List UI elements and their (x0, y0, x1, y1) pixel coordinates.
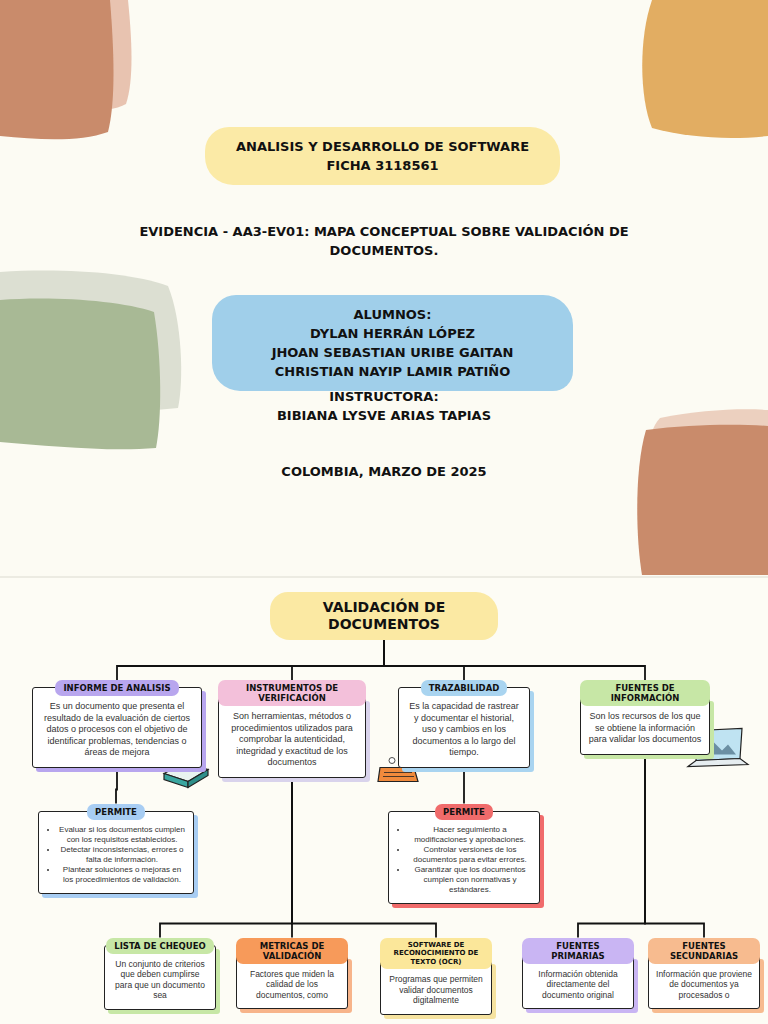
concept-heading: SOFTWARE DE RECONOCIMIENTO DE TEXTO (OCR… (380, 938, 492, 970)
root-title: VALIDACIÓN DE DOCUMENTOS (282, 599, 486, 633)
connector (463, 768, 465, 804)
concept-description: Información obtenida directamente del do… (530, 969, 626, 1001)
concept-heading: LISTA DE CHEQUEO (106, 938, 214, 954)
band-text: ANALISIS Y DESARROLLO DE SOFTWARE (219, 137, 546, 156)
concept-box: TRAZABILIDAD Es la capacidad de rastrear … (398, 680, 530, 768)
concept-heading: TRAZABILIDAD (421, 680, 508, 696)
concept-box: SOFTWARE DE RECONOCIMIENTO DE TEXTO (OCR… (380, 938, 492, 1015)
item-list: Hacer seguimiento a modificaciones y apr… (396, 825, 532, 895)
connector (384, 640, 645, 680)
list-item: Evaluar si los documentos cumplen con lo… (58, 825, 186, 845)
list-item: Garantizar que los documentos cumplen co… (408, 865, 532, 895)
concept-heading: INFORME DE ANALISIS (55, 680, 178, 696)
connector (292, 640, 384, 680)
band-text: FICHA 3118561 (219, 156, 546, 175)
concept-heading: METRICAS DE VALIDACIÓN (236, 938, 348, 964)
cover-band: ALUMNOS:DYLAN HERRÁN LÓPEZJHOAN SEBASTIA… (212, 295, 573, 391)
concept-box: FUENTES DE INFORMACIÓN Son los recursos d… (580, 680, 710, 755)
band-text: JHOAN SEBASTIAN URIBE GAITAN (226, 343, 559, 362)
concept-heading: FUENTES PRIMARIAS (522, 938, 634, 964)
list-item: Detectar inconsistencias, errores o falt… (58, 845, 186, 865)
concept-box: INSTRUMENTOS DE VERIFICACIÓN Son herramie… (218, 680, 366, 778)
concept-description: Factores que miden la calidad de los doc… (244, 969, 340, 1001)
concept-description: Es la capacidad de rastrear y documentar… (406, 701, 522, 759)
concept-description: Información que proviene de documentos y… (656, 969, 752, 1001)
connector (645, 755, 704, 938)
band-text: DYLAN HERRÁN LÓPEZ (226, 324, 559, 343)
concept-body: Hacer seguimiento a modificaciones y apr… (388, 811, 540, 904)
concept-box: METRICAS DE VALIDACIÓN Factores que miden… (236, 938, 348, 1010)
concept-heading: PERMITE (435, 804, 493, 820)
concept-description: Programas que permiten validar documento… (388, 974, 484, 1006)
cover-label: INSTRUCTORA: (184, 387, 584, 406)
concept-box: PERMITE Hacer seguimiento a modificacione… (388, 804, 540, 904)
list-item: Hacer seguimiento a modificaciones y apr… (408, 825, 532, 845)
concept-description: Es un documento que presenta el resultad… (40, 701, 194, 759)
connector (116, 768, 117, 804)
cover-band: ANALISIS Y DESARROLLO DE SOFTWAREFICHA 3… (205, 127, 560, 185)
cover-label: COLOMBIA, MARZO DE 2025 (184, 462, 584, 481)
item-list: Evaluar si los documentos cumplen con lo… (46, 825, 186, 885)
concept-description: Son herramientas, métodos o procedimient… (226, 711, 358, 769)
root-concept: VALIDACIÓN DE DOCUMENTOS (270, 592, 498, 640)
concept-body: Evaluar si los documentos cumplen con lo… (38, 811, 194, 894)
concept-box: LISTA DE CHEQUEO Un conjunto de criterios… (104, 938, 216, 1010)
concept-body: Es un documento que presenta el resultad… (32, 687, 202, 768)
concept-heading: PERMITE (87, 804, 145, 820)
connector (384, 640, 464, 680)
concept-heading: FUENTES DE INFORMACIÓN (580, 680, 710, 706)
connector (578, 755, 645, 938)
concept-description: Un conjunto de criterios que deben cumpl… (112, 959, 208, 1001)
concept-body: Son herramientas, métodos o procedimient… (218, 697, 366, 778)
concept-box: PERMITE Evaluar si los documentos cumplen… (38, 804, 194, 894)
concept-heading: INSTRUMENTOS DE VERIFICACIÓN (218, 680, 366, 706)
concept-body: Un conjunto de criterios que deben cumpl… (104, 945, 216, 1010)
band-text: ALUMNOS: (226, 305, 559, 324)
concept-box: INFORME DE ANALISIS Es un documento que p… (32, 680, 202, 768)
concept-heading: FUENTES SECUNDARIAS (648, 938, 760, 964)
band-text: CHRISTIAN NAYIP LAMIR PATIÑO (226, 362, 559, 381)
cover-label: BIBIANA LYSVE ARIAS TAPIAS (184, 406, 584, 425)
cover-label: EVIDENCIA - AA3-EV01: MAPA CONCEPTUAL SO… (110, 222, 658, 260)
concept-description: Son los recursos de los que se obtiene l… (588, 711, 702, 746)
connector (117, 640, 384, 680)
concept-box: FUENTES PRIMARIAS Información obtenida di… (522, 938, 634, 1010)
concept-box: FUENTES SECUNDARIAS Información que provi… (648, 938, 760, 1010)
concept-body: Es la capacidad de rastrear y documentar… (398, 687, 530, 768)
list-item: Plantear soluciones o mejoras en los pro… (58, 865, 186, 885)
list-item: Controlar versiones de los documentos pa… (408, 845, 532, 865)
